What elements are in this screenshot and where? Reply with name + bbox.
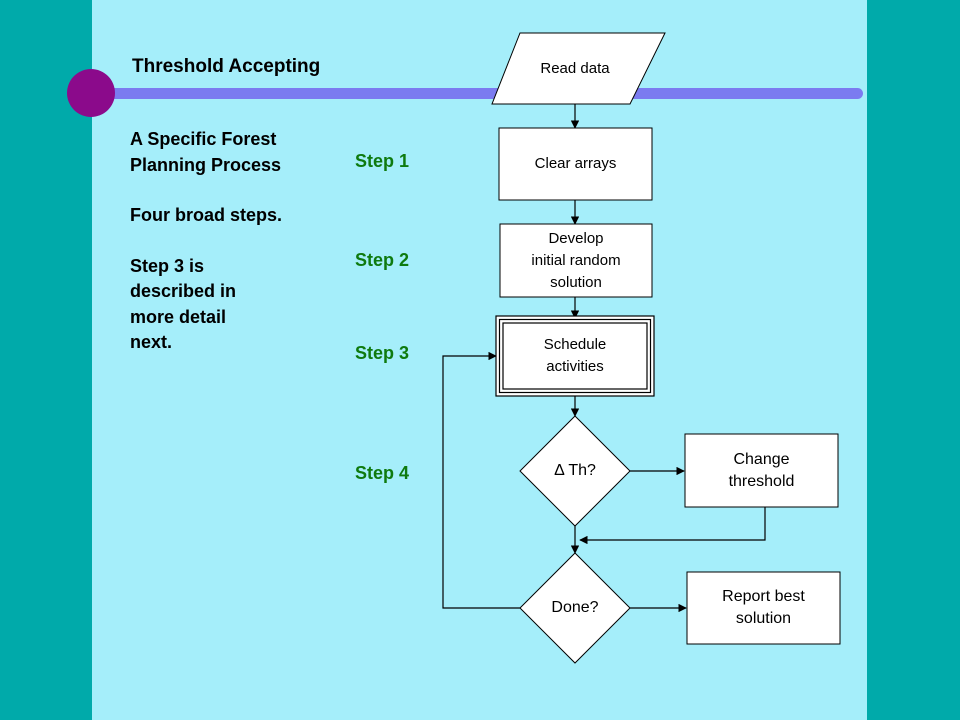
report-line: solution bbox=[735, 610, 792, 627]
clear-arrays-node bbox=[498, 127, 653, 201]
step-1-label: Step 1 bbox=[355, 151, 410, 171]
report-solution-node bbox=[686, 571, 841, 645]
intro-line: Planning Process bbox=[130, 154, 282, 175]
step-4-label: Step 4 bbox=[355, 463, 410, 483]
change-line: Change bbox=[733, 450, 790, 468]
step-2-label: Step 2 bbox=[355, 250, 410, 270]
accent-bar bbox=[95, 88, 863, 99]
delta-th-label: Δ Th? bbox=[554, 462, 596, 479]
intro-line: next. bbox=[130, 332, 173, 352]
develop-solution-node bbox=[499, 223, 653, 298]
delta-th-decision bbox=[519, 415, 631, 527]
intro-line: Step 3 is bbox=[130, 255, 205, 276]
clear-arrays-label: Clear arrays bbox=[534, 155, 617, 172]
schedule-activities-label: Schedule activities bbox=[503, 323, 647, 389]
intro-line: A Specific Forest bbox=[130, 129, 277, 149]
accent-circle bbox=[67, 69, 115, 117]
schedule-line: Schedule bbox=[543, 336, 607, 353]
change-line: threshold bbox=[728, 472, 795, 490]
done-decision bbox=[519, 552, 631, 664]
intro-line: more detail bbox=[130, 306, 227, 327]
step-3-label: Step 3 bbox=[355, 343, 410, 363]
schedule-line: activities bbox=[546, 358, 604, 375]
change-threshold-label: Change threshold bbox=[685, 434, 838, 507]
report-solution-label: Report best solution bbox=[687, 572, 840, 644]
change-threshold-node bbox=[684, 433, 839, 508]
intro-text: A Specific Forest Planning Process Four … bbox=[130, 127, 350, 356]
intro-line: described in bbox=[130, 281, 237, 301]
done-label: Done? bbox=[551, 599, 599, 616]
slide-title: Threshold Accepting bbox=[132, 56, 321, 77]
develop-solution-label: Develop initial random solution bbox=[500, 224, 652, 297]
develop-line: Develop bbox=[548, 229, 604, 247]
develop-line: solution bbox=[550, 273, 602, 291]
develop-line: initial random bbox=[531, 251, 621, 269]
arrow-loop-back bbox=[442, 351, 520, 609]
report-line: Report best bbox=[722, 588, 805, 605]
arrow-change-back bbox=[579, 507, 766, 545]
read-data-label: Read data bbox=[540, 60, 610, 77]
intro-line: Four broad steps. bbox=[130, 205, 283, 225]
schedule-activities-node bbox=[495, 315, 655, 397]
read-data-node bbox=[491, 32, 666, 105]
